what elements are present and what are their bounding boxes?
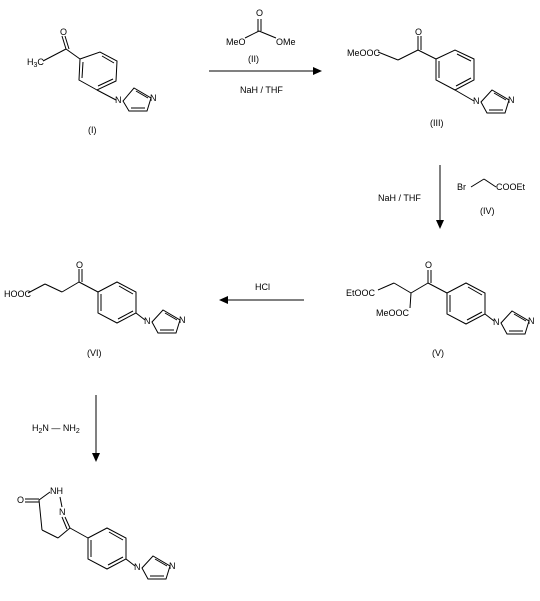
arrow-step4: H2N — NH2 <box>32 395 100 462</box>
compound-II-label: (II) <box>248 54 259 64</box>
arrow-step3: HCl <box>219 282 304 304</box>
compound-III-im-n1: N <box>473 96 480 106</box>
compound-IV: Br COOEt (IV) <box>457 178 526 216</box>
compound-IV-ester: COOEt <box>496 182 526 192</box>
product-im-n1: N <box>134 562 141 572</box>
arrow-step2: NaH / THF <box>378 165 444 229</box>
compound-II-ome: OMe <box>276 37 296 47</box>
compound-product: O NH N N N <box>17 486 176 580</box>
compound-I: H3C O N N (I) <box>27 27 157 135</box>
compound-VI-label: (VI) <box>87 348 102 358</box>
compound-II-meo: MeO <box>226 37 246 47</box>
compound-VI-oxygen: O <box>76 260 83 270</box>
compound-III-label: (III) <box>430 118 444 128</box>
compound-V-im-n3: N <box>528 316 535 326</box>
compound-II: O MeO OMe (II) <box>226 8 296 64</box>
arrow-step1: NaH / THF <box>209 67 322 95</box>
compound-I-oxygen: O <box>60 27 67 37</box>
compound-V-ester1: EtOOC <box>346 288 376 298</box>
compound-V-oxygen: O <box>425 260 432 270</box>
compound-V-label: (V) <box>432 348 444 358</box>
compound-III-oxygen: O <box>415 27 422 37</box>
compound-VI-acid: HOOC <box>4 289 32 299</box>
reagent-step2: NaH / THF <box>378 193 421 203</box>
compound-VI-im-n3: N <box>179 315 186 325</box>
product-im-n3: N <box>169 561 176 571</box>
product-oxygen: O <box>17 495 24 505</box>
reagent-step3: HCl <box>255 282 270 292</box>
compound-VI: HOOC O N N (VI) <box>4 260 186 358</box>
compound-III-ester: MeOOC <box>347 48 381 58</box>
compound-VI-im-n1: N <box>144 316 151 326</box>
compound-IV-label: (IV) <box>480 206 495 216</box>
compound-IV-br: Br <box>457 182 466 192</box>
compound-II-oxygen: O <box>256 8 263 18</box>
compound-I-im-n1: N <box>115 95 122 105</box>
compound-V: EtOOC MeOOC O N N (V) <box>346 260 535 358</box>
compound-III-im-n3: N <box>508 95 515 105</box>
compound-I-methyl: H3C <box>27 57 44 69</box>
compound-V-im-n1: N <box>493 317 500 327</box>
reagent-step4: H2N — NH2 <box>32 423 80 435</box>
compound-I-label: (I) <box>88 125 97 135</box>
compound-I-im-n3: N <box>150 93 157 103</box>
compound-V-ester2: MeOOC <box>376 308 410 318</box>
reagent-step1: NaH / THF <box>240 85 283 95</box>
product-nh: NH <box>50 486 63 496</box>
product-n: N <box>59 507 66 517</box>
compound-III: MeOOC O N N (III) <box>347 27 515 128</box>
